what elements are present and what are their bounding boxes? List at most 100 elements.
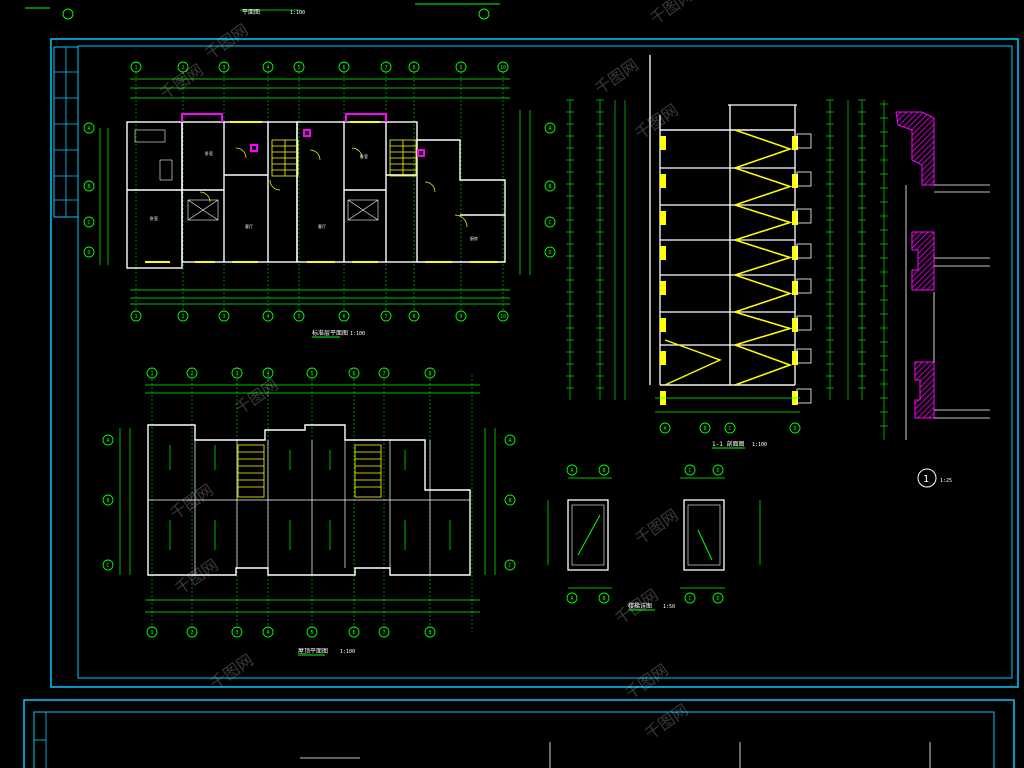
roof-axis-right: ABC bbox=[504, 434, 516, 571]
floor-profile-2 bbox=[914, 361, 935, 419]
svg-text:C: C bbox=[688, 468, 691, 474]
plan-axis-bubble-bottom: 1 bbox=[130, 310, 142, 322]
svg-text:7: 7 bbox=[382, 371, 385, 377]
svg-text:6: 6 bbox=[352, 371, 355, 377]
section-title: 1-1 剖面图 bbox=[712, 440, 744, 448]
plan-axis-bubble-top: 1 bbox=[130, 61, 142, 73]
stair-flight bbox=[734, 167, 793, 206]
sheet-frames bbox=[23, 38, 1019, 768]
small-axis-bubble: D bbox=[712, 464, 724, 476]
roof-axis-bubble-bottom: 3 bbox=[231, 626, 243, 638]
plan-axis-bubble-right: D bbox=[544, 246, 556, 258]
window-section bbox=[792, 174, 798, 188]
plan-axis-bubble-bottom: 8 bbox=[408, 310, 420, 322]
room-box bbox=[796, 171, 812, 187]
svg-text:卧室: 卧室 bbox=[205, 150, 213, 156]
floor-plan-dimensions bbox=[99, 78, 531, 305]
roof-axis-bubble-bottom: 8 bbox=[424, 626, 436, 638]
roof-axis-bubble-top: 6 bbox=[348, 367, 360, 379]
small-axis-bubble: C bbox=[684, 464, 696, 476]
section-level-ticks bbox=[566, 99, 866, 389]
window-section bbox=[660, 246, 666, 260]
svg-text:6: 6 bbox=[342, 314, 345, 320]
plan-axis-left: A B C D bbox=[83, 122, 95, 258]
window-detail-1 bbox=[567, 499, 609, 571]
roof-axis-bubble-right: A bbox=[504, 434, 516, 446]
room-box bbox=[796, 315, 812, 331]
window-section bbox=[660, 211, 666, 225]
svg-text:7: 7 bbox=[384, 314, 387, 320]
floor-plan-fixtures bbox=[134, 129, 379, 221]
plan-axis-bubble-bottom: 6 bbox=[338, 310, 350, 322]
small-scale: 1:50 bbox=[663, 604, 675, 610]
roof-axis-bubble-top: 1 bbox=[146, 367, 158, 379]
stair-flight bbox=[734, 129, 793, 169]
roof-axis-bubble-left: B bbox=[102, 494, 114, 506]
floor-plan-doors bbox=[199, 147, 468, 228]
watermark-text: 千图网 bbox=[631, 505, 681, 548]
axis-bubble bbox=[478, 8, 490, 20]
plan-axis-bubble-left: D bbox=[83, 246, 95, 258]
roof-inner-lines bbox=[148, 440, 470, 575]
svg-text:A: A bbox=[106, 438, 109, 444]
roof-axis-bubble-top: 7 bbox=[378, 367, 390, 379]
watermark-text: 千图网 bbox=[166, 480, 216, 523]
small-axis-bubble: D bbox=[712, 592, 724, 604]
lower-sheet-strip bbox=[34, 712, 47, 768]
inner-frame bbox=[77, 45, 1013, 679]
detail-lines bbox=[905, 184, 990, 440]
svg-text:7: 7 bbox=[382, 630, 385, 636]
svg-text:10: 10 bbox=[500, 65, 506, 71]
floor-plan-windows bbox=[145, 121, 498, 263]
plan-axis-bubble-bottom: 7 bbox=[380, 310, 392, 322]
svg-text:D: D bbox=[548, 250, 551, 256]
floor-plan-stairs bbox=[271, 139, 417, 177]
roof-outline bbox=[147, 424, 471, 576]
plan-axis-bubble-top: 5 bbox=[293, 61, 305, 73]
svg-text:6: 6 bbox=[352, 630, 355, 636]
svg-text:厨房: 厨房 bbox=[470, 235, 478, 241]
window-section bbox=[660, 318, 666, 332]
watermark-text: 千图网 bbox=[646, 0, 696, 28]
roof-axis-bubble-top: 4 bbox=[262, 367, 274, 379]
svg-text:8: 8 bbox=[428, 630, 431, 636]
svg-text:A: A bbox=[663, 426, 666, 432]
window-section bbox=[660, 281, 666, 295]
lower-sheet-frame bbox=[23, 699, 1015, 768]
svg-text:4: 4 bbox=[266, 371, 269, 377]
watermark-text: 千图网 bbox=[641, 700, 691, 743]
watermark-text: 千图网 bbox=[171, 555, 221, 598]
svg-text:8: 8 bbox=[428, 371, 431, 377]
section-axis-bubble: A bbox=[659, 422, 671, 434]
svg-text:3: 3 bbox=[222, 314, 225, 320]
plan-axis-bubble-bottom: 2 bbox=[177, 310, 189, 322]
svg-text:2: 2 bbox=[181, 314, 184, 320]
plan-axis-bubble-top: 4 bbox=[262, 61, 274, 73]
svg-text:B: B bbox=[508, 498, 511, 504]
floor-plan-grid-lines bbox=[135, 72, 504, 310]
svg-text:C: C bbox=[106, 563, 109, 569]
window-section bbox=[792, 318, 798, 332]
svg-text:C: C bbox=[688, 596, 691, 602]
svg-text:卧室: 卧室 bbox=[150, 215, 158, 221]
small-axis-bubble: A bbox=[566, 592, 578, 604]
svg-text:4: 4 bbox=[266, 65, 269, 71]
floor-plan-walls bbox=[126, 121, 506, 269]
svg-text:B: B bbox=[602, 468, 605, 474]
section-level-marks bbox=[569, 100, 863, 400]
svg-text:A: A bbox=[570, 596, 573, 602]
window-section bbox=[792, 246, 798, 260]
top-label-2: 1:100 bbox=[290, 10, 305, 16]
plan-axis-bubble-left: C bbox=[83, 216, 95, 228]
window-section bbox=[660, 136, 666, 150]
plan-title: 标准层平面图 bbox=[312, 329, 348, 337]
roof-axis-bubble-bottom: 7 bbox=[378, 626, 390, 638]
plan-axis-bubble-right: A bbox=[544, 122, 556, 134]
svg-text:A: A bbox=[87, 126, 90, 132]
svg-text:C: C bbox=[548, 220, 551, 226]
svg-text:B: B bbox=[87, 184, 90, 190]
